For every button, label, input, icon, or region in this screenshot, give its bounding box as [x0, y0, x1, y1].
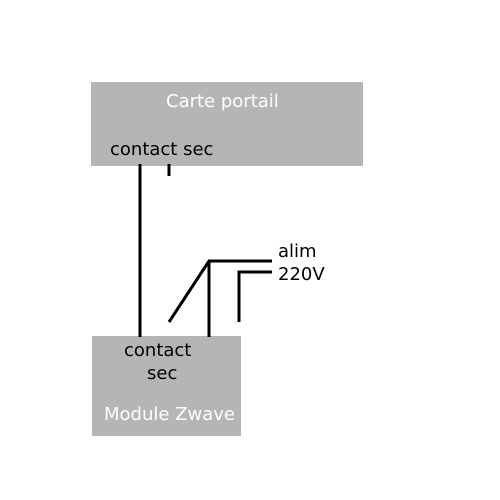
- module-contact-label-line2: sec: [147, 363, 178, 384]
- voltage-label: 220V: [278, 264, 325, 285]
- power-wire-right: [237, 270, 272, 322]
- alim-label: alim: [278, 241, 317, 262]
- module-zwave-box: [92, 336, 241, 436]
- carte-portail-box: [91, 82, 363, 166]
- carte-portail-contact-label: contact sec: [110, 139, 214, 160]
- module-zwave-title: Module Zwave: [104, 404, 235, 425]
- module-contact-label-line1: contact: [124, 340, 192, 361]
- carte-portail-title: Carte portail: [166, 91, 279, 112]
- contact-wire-diagonal: [167, 259, 272, 323]
